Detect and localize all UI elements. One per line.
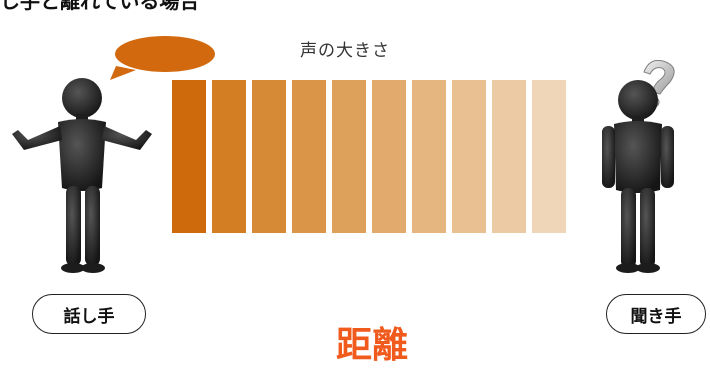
section-heading: し手と離れている場合 xyxy=(0,0,200,13)
volume-bar xyxy=(332,80,366,233)
listener-torso xyxy=(614,121,662,193)
speaker-left-leg xyxy=(66,186,81,266)
speaker-figure xyxy=(12,78,152,273)
listener-left-leg xyxy=(621,188,636,268)
listener-label: 聞き手 xyxy=(606,294,706,334)
speech-bubble-icon xyxy=(110,36,215,80)
listener-right-leg xyxy=(640,188,655,268)
volume-bar xyxy=(452,80,486,233)
listener-figure xyxy=(602,60,675,273)
speaker-right-arm xyxy=(102,126,152,150)
volume-bar xyxy=(492,80,526,233)
speaker-right-leg xyxy=(85,186,100,266)
speaker-torso xyxy=(58,119,106,191)
volume-bars xyxy=(172,80,566,233)
speaker-left-arm xyxy=(12,126,62,150)
listener-left-arm xyxy=(602,126,615,188)
volume-caption: 声の大きさ xyxy=(300,41,390,61)
volume-bar xyxy=(532,80,566,233)
listener-head xyxy=(618,80,658,120)
volume-bar xyxy=(252,80,286,233)
volume-bar xyxy=(172,80,206,233)
volume-bar xyxy=(412,80,446,233)
volume-bar xyxy=(292,80,326,233)
volume-bar xyxy=(372,80,406,233)
volume-bar xyxy=(212,80,246,233)
speaker-head xyxy=(62,78,102,118)
distance-label: 距離 xyxy=(336,325,409,366)
listener-right-arm xyxy=(661,126,674,188)
speaker-label: 話し手 xyxy=(32,294,146,334)
